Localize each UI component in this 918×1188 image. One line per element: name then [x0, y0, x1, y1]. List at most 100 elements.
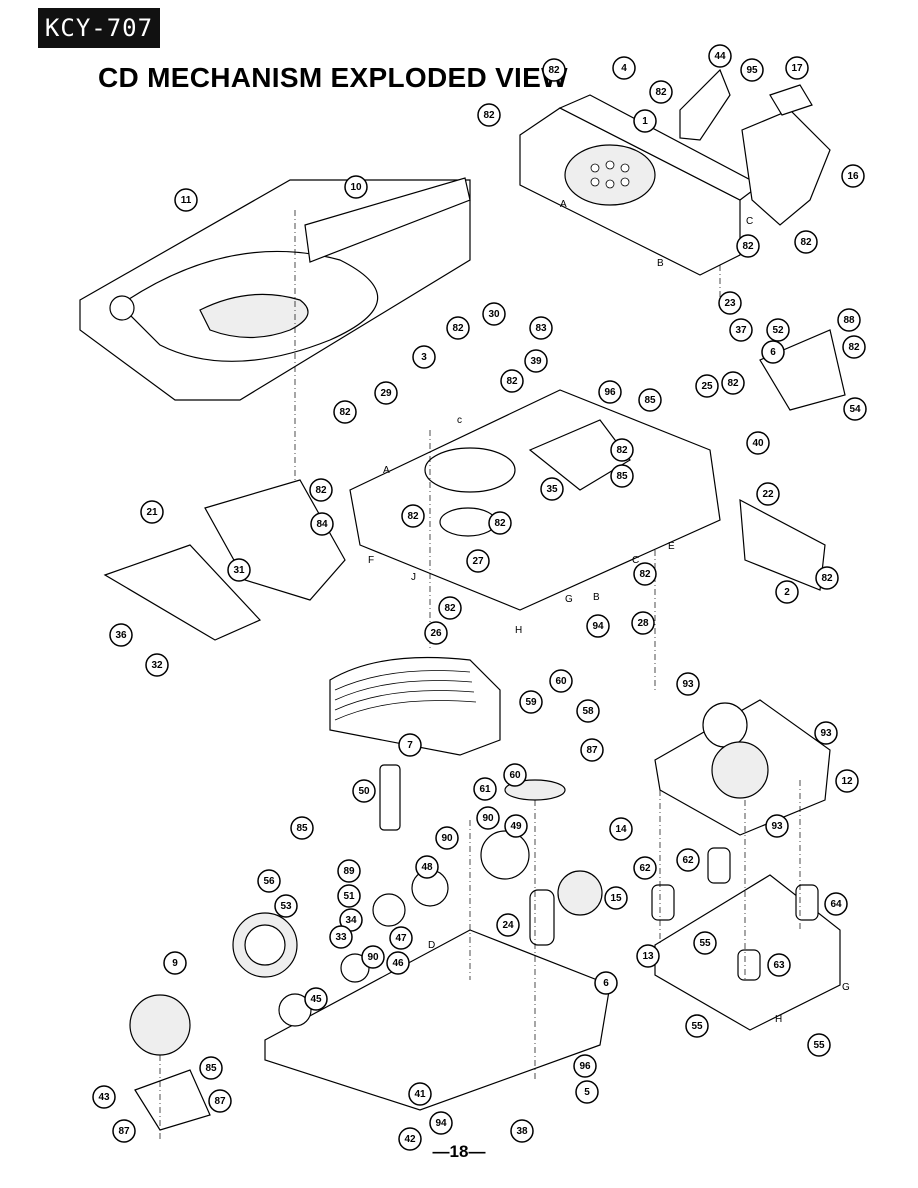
svg-text:61: 61: [479, 784, 491, 795]
svg-text:49: 49: [510, 821, 522, 832]
model-tag: KCY-707: [38, 8, 160, 48]
svg-text:15: 15: [610, 893, 622, 904]
part-callout-60: 60: [503, 763, 527, 787]
part-callout-51: 51: [337, 884, 361, 908]
part-callout-82: 82: [401, 504, 425, 528]
part-callout-82: 82: [794, 230, 818, 254]
part-callout-87: 87: [208, 1089, 232, 1113]
part-callout-82: 82: [500, 369, 524, 393]
part-callout-82: 82: [488, 511, 512, 535]
part-callout-37: 37: [729, 318, 753, 342]
part-callout-85: 85: [290, 816, 314, 840]
part-callout-82: 82: [542, 58, 566, 82]
part-callout-24: 24: [496, 913, 520, 937]
svg-text:82: 82: [315, 485, 327, 496]
svg-text:93: 93: [820, 728, 832, 739]
part-callout-23: 23: [718, 291, 742, 315]
svg-text:82: 82: [800, 237, 812, 248]
svg-text:82: 82: [616, 445, 628, 456]
part-callout-45: 45: [304, 987, 328, 1011]
svg-text:53: 53: [280, 901, 292, 912]
part-callout-61: 61: [473, 777, 497, 801]
part-callout-96: 96: [598, 380, 622, 404]
svg-text:58: 58: [582, 706, 594, 717]
part-callout-17: 17: [785, 56, 809, 80]
part-callout-85: 85: [638, 388, 662, 412]
svg-text:60: 60: [509, 770, 521, 781]
svg-text:6: 6: [770, 347, 776, 358]
top-chassis: [519, 68, 831, 276]
reference-letter-B: B: [593, 592, 600, 603]
part-callout-31: 31: [227, 558, 251, 582]
part-callout-15: 15: [604, 886, 628, 910]
page-title: CD MECHANISM EXPLODED VIEW: [98, 62, 568, 93]
svg-text:62: 62: [639, 863, 651, 874]
svg-text:11: 11: [181, 195, 192, 206]
part-callout-53: 53: [274, 894, 298, 918]
svg-text:95: 95: [746, 65, 758, 76]
part-callout-34: 34: [339, 908, 363, 932]
reference-letter-A: A: [560, 199, 567, 210]
svg-text:96: 96: [604, 387, 616, 398]
part-callout-44: 44: [708, 44, 732, 68]
part-callout-28: 28: [631, 611, 655, 635]
part-callout-93: 93: [676, 672, 700, 696]
part-callout-36: 36: [109, 623, 133, 647]
svg-text:64: 64: [830, 899, 842, 910]
svg-text:44: 44: [714, 51, 726, 62]
part-callout-90: 90: [476, 806, 500, 830]
svg-text:37: 37: [735, 325, 747, 336]
svg-text:36: 36: [115, 630, 127, 641]
svg-text:45: 45: [310, 994, 322, 1005]
part-callout-50: 50: [352, 779, 376, 803]
svg-text:23: 23: [724, 298, 736, 309]
svg-text:82: 82: [483, 110, 495, 121]
svg-text:17: 17: [791, 63, 803, 74]
part-callout-82: 82: [633, 562, 657, 586]
part-callout-38: 38: [510, 1119, 534, 1143]
part-callout-62: 62: [676, 848, 700, 872]
lower-mechanism: [129, 699, 841, 1131]
part-callout-82: 82: [649, 80, 673, 104]
svg-text:93: 93: [682, 679, 694, 690]
part-callout-26: 26: [424, 621, 448, 645]
svg-text:33: 33: [335, 932, 347, 943]
svg-text:54: 54: [849, 404, 861, 415]
part-callout-56: 56: [257, 869, 281, 893]
svg-text:39: 39: [530, 356, 542, 367]
reference-letter-G: G: [842, 982, 850, 993]
part-callout-6: 6: [761, 340, 785, 364]
part-callout-40: 40: [746, 431, 770, 455]
svg-text:10: 10: [350, 182, 362, 193]
svg-text:55: 55: [691, 1021, 703, 1032]
part-callout-39: 39: [524, 349, 548, 373]
svg-text:82: 82: [655, 87, 667, 98]
svg-text:43: 43: [98, 1092, 110, 1103]
svg-text:6: 6: [603, 978, 609, 989]
part-callout-62: 62: [633, 856, 657, 880]
part-callout-88: 88: [837, 308, 861, 332]
svg-text:5: 5: [584, 1087, 590, 1098]
svg-text:82: 82: [548, 65, 560, 76]
part-callout-64: 64: [824, 892, 848, 916]
svg-text:2: 2: [784, 587, 790, 598]
svg-text:24: 24: [502, 920, 514, 931]
part-callout-89: 89: [337, 859, 361, 883]
part-callout-11: 11: [174, 188, 198, 212]
svg-text:40: 40: [752, 438, 764, 449]
part-callout-29: 29: [374, 381, 398, 405]
svg-text:51: 51: [343, 891, 355, 902]
reference-letter-B: B: [657, 258, 664, 269]
part-callout-13: 13: [636, 944, 660, 968]
svg-text:82: 82: [506, 376, 518, 387]
svg-text:52: 52: [772, 325, 784, 336]
svg-text:90: 90: [482, 813, 494, 824]
svg-text:90: 90: [367, 952, 379, 963]
part-callout-16: 16: [841, 164, 865, 188]
part-callout-10: 10: [344, 175, 368, 199]
svg-text:4: 4: [621, 63, 627, 74]
svg-text:85: 85: [644, 395, 656, 406]
part-callout-90: 90: [435, 826, 459, 850]
